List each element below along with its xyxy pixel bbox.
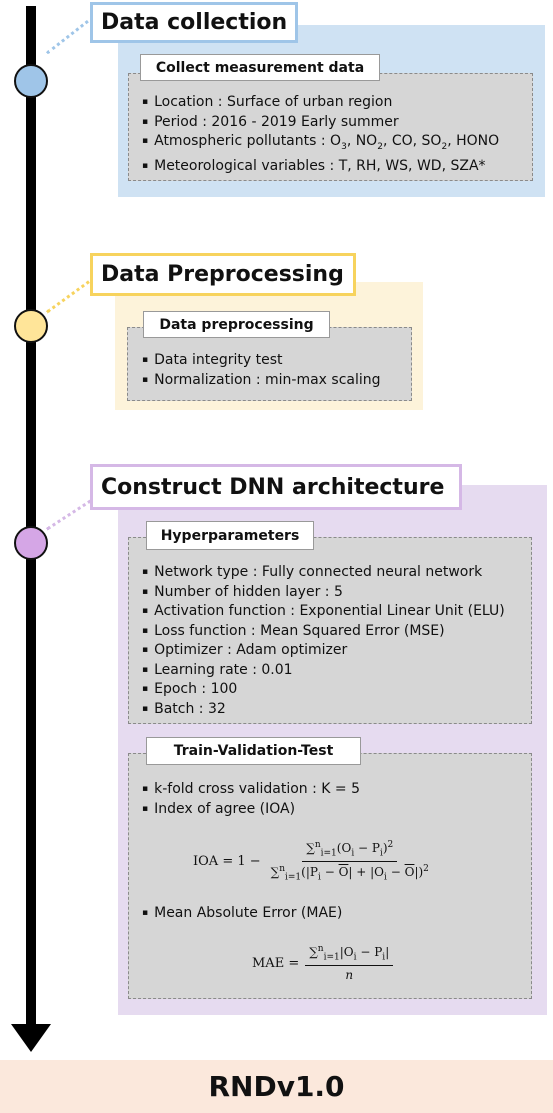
- list-item: Period : 2016 - 2019 Early summer: [142, 113, 532, 133]
- hyperparameters-label: Hyperparameters: [146, 521, 314, 550]
- timeline-node-data-collection: [14, 64, 48, 98]
- hyperparameters-list: Network type : Fully connected neural ne…: [142, 563, 532, 719]
- list-item: Network type : Fully connected neural ne…: [142, 563, 532, 583]
- timeline-arrow-icon: [11, 1024, 51, 1052]
- mae-denominator: n: [345, 967, 354, 982]
- data-collection-title: Data collection: [90, 2, 298, 43]
- list-item: Activation function : Exponential Linear…: [142, 602, 532, 622]
- list-item: Data integrity test: [142, 351, 412, 371]
- preprocessing-list: Data integrity test Normalization : min-…: [142, 351, 412, 390]
- mae-fraction: ∑ni=1|Oi − Pi| n: [305, 944, 394, 982]
- ioa-formula: IOA = 1 − ∑ni=1(Oi − Pi)2 ∑ni=1(|Pi − O|…: [193, 838, 433, 884]
- timeline-node-dnn: [14, 526, 48, 560]
- train-validation-test-label: Train-Validation-Test: [146, 737, 361, 765]
- mae-numerator: ∑ni=1|Oi − Pi|: [305, 944, 394, 966]
- connector-data-collection: [46, 19, 89, 55]
- list-item: Meteorological variables : T, RH, WS, WD…: [142, 157, 532, 177]
- timeline-node-preprocessing: [14, 309, 48, 343]
- tvt-list-bottom: Mean Absolute Error (MAE): [142, 904, 532, 924]
- preprocessing-label: Data preprocessing: [143, 311, 330, 338]
- tvt-list-top: k-fold cross validation : K = 5 Index of…: [142, 780, 532, 819]
- list-item: Optimizer : Adam optimizer: [142, 641, 532, 661]
- ioa-numerator: ∑ni=1(Oi − Pi)2: [302, 840, 398, 862]
- list-item: Batch : 32: [142, 700, 532, 720]
- dnn-title: Construct DNN architecture: [90, 464, 462, 510]
- preprocessing-title: Data Preprocessing: [90, 253, 356, 296]
- list-item: Normalization : min-max scaling: [142, 371, 412, 391]
- collect-measurement-list: Location : Surface of urban region Perio…: [142, 93, 532, 177]
- collect-measurement-label: Collect measurement data: [140, 54, 380, 81]
- list-item: Learning rate : 0.01: [142, 661, 532, 681]
- ioa-formula-lhs: IOA = 1 −: [193, 853, 261, 869]
- list-item: Epoch : 100: [142, 680, 532, 700]
- list-item: Location : Surface of urban region: [142, 93, 532, 113]
- mae-formula: MAE = ∑ni=1|Oi − Pi| n: [252, 940, 394, 986]
- ioa-denominator: ∑ni=1(|Pi − O| + |Oi − O|)2: [270, 863, 429, 882]
- timeline-line: [26, 6, 36, 1026]
- list-item-pollutants: Atmospheric pollutants : O3, NO2, CO, SO…: [142, 132, 532, 157]
- footer-version: RNDv1.0: [0, 1060, 553, 1113]
- list-item: Loss function : Mean Squared Error (MSE): [142, 622, 532, 642]
- mae-formula-lhs: MAE =: [252, 955, 300, 971]
- list-item: Mean Absolute Error (MAE): [142, 904, 532, 924]
- list-item: Number of hidden layer : 5: [142, 583, 532, 603]
- list-item: Index of agree (IOA): [142, 800, 532, 820]
- list-item: k-fold cross validation : K = 5: [142, 780, 532, 800]
- connector-preprocessing: [46, 275, 97, 314]
- ioa-fraction: ∑ni=1(Oi − Pi)2 ∑ni=1(|Pi − O| + |Oi − O…: [267, 840, 433, 882]
